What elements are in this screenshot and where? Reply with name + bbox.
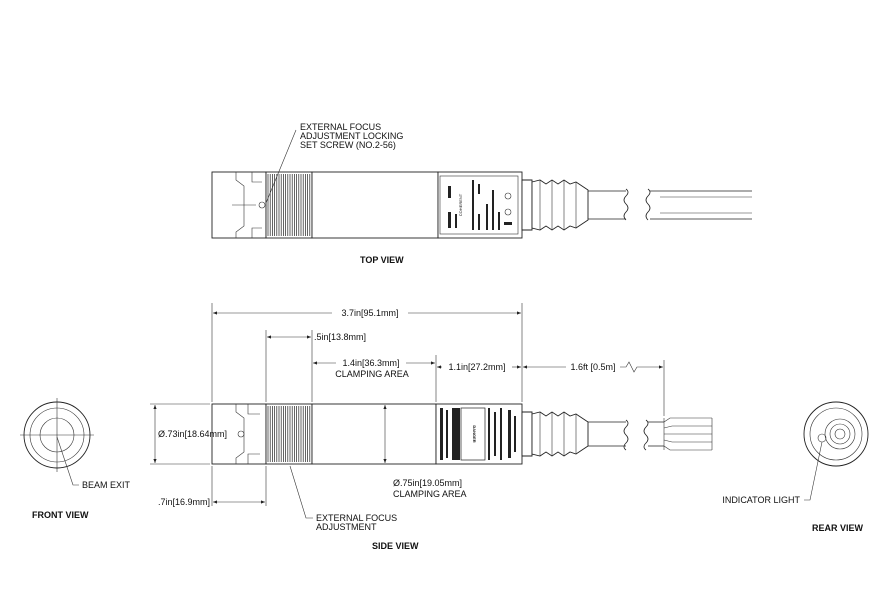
top-set-screw <box>258 201 266 209</box>
clamping-area-label-2: CLAMPING AREA <box>393 489 467 499</box>
dim-front-label: .7in[16.9mm] <box>158 497 210 507</box>
top-knurl <box>267 174 311 236</box>
side-view: DANGER <box>150 303 713 551</box>
beam-exit-leader <box>56 436 79 486</box>
side-cable <box>588 417 713 451</box>
dim-label-zone-label: 1.1in[27.2mm] <box>448 362 505 372</box>
clamping-area-label-1: CLAMPING AREA <box>335 369 409 379</box>
top-callout-line-2: ADJUSTMENT LOCKING <box>300 131 403 141</box>
side-main-body <box>311 403 437 465</box>
side-label-danger: DANGER <box>472 425 477 442</box>
front-view-caption: FRONT VIEW <box>32 510 89 520</box>
side-label-graphics <box>440 407 516 461</box>
dim-body-dia-label: Ø.73in[18.64mm] <box>158 429 227 439</box>
side-set-screw <box>237 430 245 438</box>
top-callout-line-3: SET SCREW (NO.2-56) <box>300 140 396 150</box>
side-cap-notch <box>247 404 260 464</box>
dim-cable-label: 1.6ft [0.5m] <box>570 362 615 372</box>
rear-cable-core <box>834 428 846 440</box>
rear-mid-circle <box>809 407 863 461</box>
top-callout-leader <box>265 129 297 204</box>
rear-view-caption: REAR VIEW <box>812 523 864 533</box>
dim-ring-label: .5in[13.8mm] <box>314 332 366 342</box>
top-label-graphics <box>448 180 512 230</box>
side-callout-leader <box>289 465 313 519</box>
indicator-light-label: INDICATOR LIGHT <box>722 495 800 505</box>
top-view-caption: TOP VIEW <box>360 255 404 265</box>
dim-overall-label: 3.7in[95.1mm] <box>341 308 398 318</box>
rear-outer-circle <box>803 401 869 467</box>
top-cap-notch <box>251 172 262 238</box>
top-callout-line-1: EXTERNAL FOCUS <box>300 122 381 132</box>
indicator-leader <box>804 441 823 501</box>
top-view: COHERENT <box>211 122 752 265</box>
side-callout-line-1: EXTERNAL FOCUS <box>316 513 397 523</box>
top-label-frame <box>439 175 519 235</box>
side-strain-relief <box>521 411 589 457</box>
dim-clamp-dia-label: Ø.75in[19.05mm] <box>393 478 462 488</box>
top-main-body <box>311 171 439 239</box>
top-focus-ring <box>265 171 313 239</box>
dim-cable-right <box>620 361 663 373</box>
rear-view: INDICATOR LIGHT REAR VIEW <box>722 401 869 533</box>
beam-exit-label: BEAM EXIT <box>82 480 131 490</box>
side-callout-line-2: ADJUSTMENT <box>316 522 377 532</box>
top-cap-step <box>235 172 245 238</box>
front-view: BEAM EXIT FRONT VIEW <box>20 398 131 520</box>
side-knurl <box>267 406 311 462</box>
top-strain-relief <box>521 179 589 231</box>
top-label-brand: COHERENT <box>458 193 463 216</box>
dim-clamp-length-label: 1.4in[36.3mm] <box>342 358 399 368</box>
top-cable <box>588 188 752 221</box>
side-focus-ring <box>265 403 313 465</box>
rear-cable-boss <box>824 418 856 450</box>
rear-cable-boss-inner <box>829 423 851 445</box>
side-view-caption: SIDE VIEW <box>372 541 419 551</box>
